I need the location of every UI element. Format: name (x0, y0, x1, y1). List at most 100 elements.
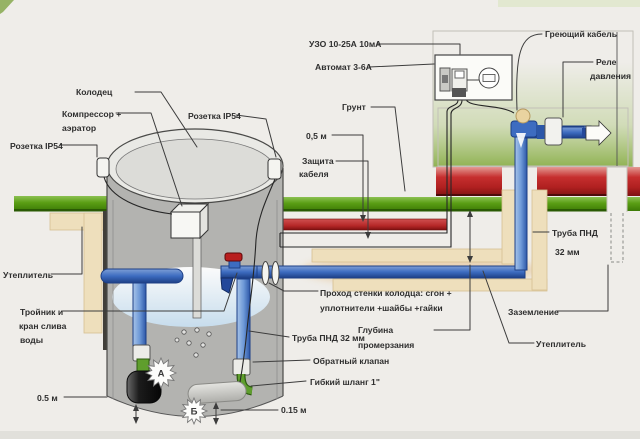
label-zashchita-1: Защита (302, 156, 334, 166)
label-troynik-3: воды (20, 335, 43, 345)
label-zashchita-2: кабеля (299, 169, 329, 179)
grass-edge-right (537, 209, 607, 212)
badge-a-label: А (158, 369, 165, 380)
drain-valve-handle (224, 252, 243, 262)
grass-band-right (272, 197, 502, 211)
arrow-05m (360, 215, 366, 222)
riser-left-pipe (132, 280, 147, 349)
label-gibkiy-shlang: Гибкий шланг 1" (310, 377, 380, 387)
pump-b (187, 381, 247, 404)
cabling (96, 98, 515, 383)
label-obratny-klapan: Обратный клапан (313, 356, 389, 366)
leader-lines (50, 33, 609, 411)
label-truba-right-1: Труба ПНД (552, 228, 598, 238)
grass-band-right (537, 197, 607, 211)
air-bubbles (174, 327, 212, 358)
leader-uteplitel-right (482, 270, 535, 344)
label-05m-depth: 0,5 м (306, 131, 327, 141)
leader-rele (562, 61, 594, 118)
leader-glubina (433, 264, 471, 331)
pressure-relay-body (544, 117, 563, 146)
wall-flange (261, 261, 270, 285)
label-uteplitel-right: Утеплитель (536, 339, 586, 349)
label-grunt: Грунт (342, 102, 366, 112)
well-rim-inner (115, 138, 275, 200)
riser-right (187, 252, 268, 404)
grass-band-right (627, 197, 640, 211)
label-uzo: УЗО 10-25А 10мА (309, 39, 381, 49)
label-glubina-2: промерзания (358, 340, 414, 350)
measure-015m-up (213, 402, 219, 409)
supply-pipe (256, 108, 612, 285)
label-05m-bottom: 0.5 м (37, 393, 58, 403)
label-glubina-1: Глубина (358, 325, 393, 335)
rcd-toggle (442, 75, 448, 83)
measure-015m-down (213, 418, 219, 425)
riser-to-house (514, 127, 528, 271)
leader-rozetka-right (235, 114, 277, 158)
ground-right (272, 167, 640, 231)
power-cable-1 (280, 99, 459, 234)
leader-zazemlenie (556, 264, 609, 312)
measure-frost-up (467, 210, 473, 217)
electrical-panel (434, 54, 513, 101)
leader-truba-left (248, 330, 290, 338)
leader-avtomat (368, 63, 435, 68)
label-kompressor-1: Компрессор + (62, 109, 121, 119)
socket-left (96, 157, 110, 178)
compressor-front (170, 211, 201, 239)
label-rozetka-left: Розетка IP54 (10, 141, 63, 151)
label-truba-left: Труба ПНД 32 мм (292, 333, 365, 343)
flow-arrow-right (585, 120, 612, 146)
riser-left-top-bar (100, 268, 184, 284)
leader-kolodets (134, 91, 198, 148)
insulation-above-pipe (311, 248, 515, 263)
label-015m: 0.15 м (281, 405, 306, 415)
measure-05m-down (133, 417, 139, 424)
leader-uzo (376, 43, 461, 55)
leader-grunt (370, 106, 406, 192)
heating-cable-feed (465, 98, 515, 114)
badge-b-label: Б (191, 407, 198, 418)
leader-troynik (62, 272, 238, 312)
house-outline (432, 30, 634, 168)
grass-edge-left (14, 209, 107, 212)
label-greyushchiy-kabel: Греющий кабель (545, 29, 617, 39)
foundation-edge (537, 194, 607, 196)
outlet-pipe (561, 126, 585, 139)
measure-frost-down (467, 256, 473, 263)
label-rele-2: давления (590, 71, 631, 81)
label-rele-1: Реле (596, 57, 617, 67)
socket-wire-left (103, 176, 173, 215)
badges: А Б (144, 356, 209, 426)
photo-top-edge (498, 0, 640, 7)
drain-spout (220, 277, 234, 294)
foundation-band (537, 167, 607, 196)
leader-gibkiy (250, 380, 307, 387)
label-truba-right-2: 32 мм (555, 247, 580, 257)
label-kompressor-2: аэратор (62, 123, 96, 133)
label-prokhod-2: уплотнители +шайбы +гайки (320, 303, 443, 313)
label-rozetka-right: Розетка IP54 (188, 111, 241, 121)
aerator-tube (192, 237, 202, 319)
socket-right (267, 158, 282, 180)
foundation-edge (436, 194, 502, 196)
arrow-zashchita (365, 232, 371, 239)
underground-pipe (256, 265, 526, 279)
label-prokhod-1: Проход стенки колодца: сгон + (320, 288, 452, 298)
insulation-board-vertical (83, 212, 103, 334)
house-inner-outline (437, 107, 629, 167)
leader-rozetka-left (59, 144, 98, 158)
photo-bottom-edge (0, 431, 640, 439)
leader-greyushchiy (516, 33, 543, 111)
badge-a-star (144, 356, 178, 390)
meter-window (482, 74, 496, 82)
leader-prokhod (268, 282, 319, 292)
foundation-band (436, 167, 502, 196)
label-troynik-1: Тройник и (20, 307, 63, 317)
label-uteplitel-left: Утеплитель (3, 270, 53, 280)
leader-obratny (252, 359, 311, 363)
breaker-window (454, 70, 465, 79)
